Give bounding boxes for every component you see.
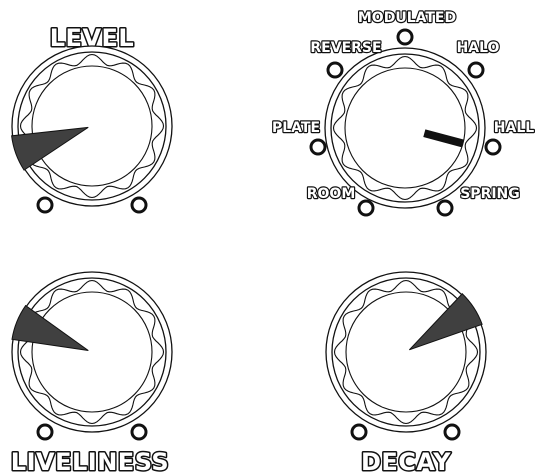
- level-knob[interactable]: [12, 46, 172, 206]
- mode-label-room: ROOM: [307, 186, 356, 202]
- mode-led-plate: [311, 140, 325, 154]
- liveliness-knob[interactable]: [12, 272, 172, 432]
- decay-indicator-led-right: [445, 425, 459, 439]
- mode-selector-knob[interactable]: [325, 48, 485, 208]
- mode-label-modulated: MODULATED: [358, 10, 456, 26]
- mode-label-spring: SPRING: [460, 186, 520, 202]
- knob-cap: [32, 66, 152, 186]
- level-indicator-led-left: [38, 198, 52, 212]
- level-knob-group: LEVEL: [12, 24, 172, 212]
- mode-led-halo: [469, 63, 483, 77]
- mode-label-hall: HALL: [494, 120, 534, 136]
- decay-knob-label: DECAY: [361, 448, 451, 474]
- mode-led-hall: [486, 140, 500, 154]
- decay-knob[interactable]: [326, 272, 486, 432]
- mode-led-modulated: [398, 30, 412, 44]
- mode-label-plate: PLATE: [272, 120, 320, 136]
- mode-led-spring: [438, 201, 452, 215]
- mode-label-halo: HALO: [457, 40, 500, 56]
- knob-cap: [32, 292, 152, 412]
- mode-led-room: [359, 201, 373, 215]
- liveliness-indicator-led-left: [38, 425, 52, 439]
- liveliness-indicator-led-right: [132, 425, 146, 439]
- level-indicator-led-right: [132, 198, 146, 212]
- decay-knob-group: DECAY: [326, 272, 486, 474]
- decay-indicator-led-left: [352, 425, 366, 439]
- knob-cap: [345, 68, 465, 188]
- mode-selector-group: MODULATED REVERSE HALO PLATE HALL ROOM S…: [272, 10, 534, 215]
- liveliness-knob-group: LIVELINESS: [11, 272, 172, 474]
- mode-label-reverse: REVERSE: [310, 40, 381, 56]
- mode-led-reverse: [328, 63, 342, 77]
- liveliness-knob-label: LIVELINESS: [11, 448, 169, 474]
